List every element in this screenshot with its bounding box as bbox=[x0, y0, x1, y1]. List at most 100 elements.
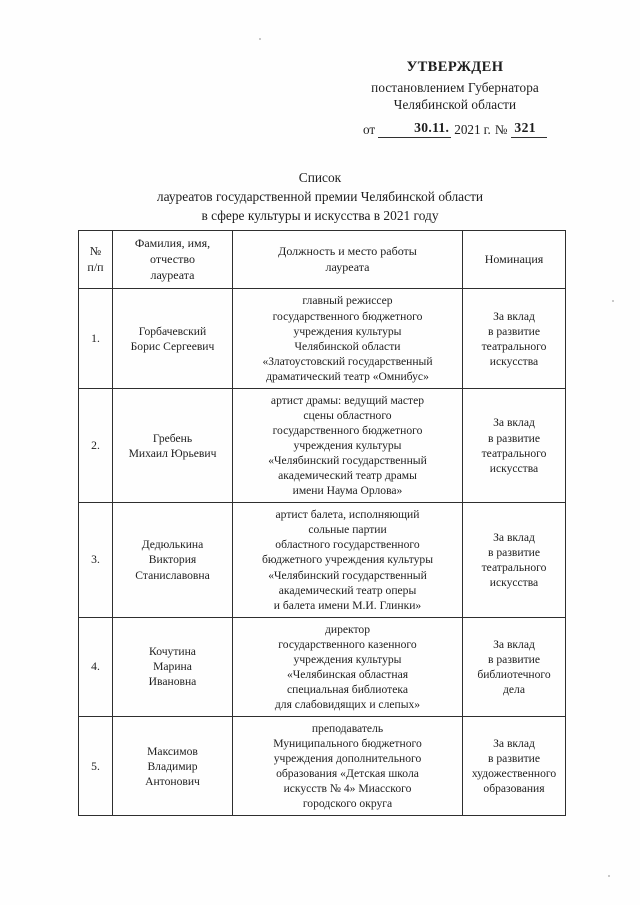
cell-nomination-line: дела bbox=[503, 682, 525, 696]
cell-position-line: специальная библиотека bbox=[287, 682, 408, 696]
cell-laureate-name-line: Михаил Юрьевич bbox=[128, 446, 217, 460]
column-header-number: № п/п bbox=[78, 229, 113, 290]
cell-position-line: артист балета, исполняющий bbox=[275, 508, 420, 522]
column-header-position-line-1: Должность и место работы bbox=[278, 243, 417, 258]
page-title-line-1: Список bbox=[298, 170, 342, 185]
cell-position-line: «Златоустовский государственный bbox=[262, 354, 433, 368]
column-header-name-line-3: лауреата bbox=[150, 267, 195, 282]
scan-speck bbox=[612, 300, 614, 302]
column-header-number-line-2: п/п bbox=[87, 259, 104, 274]
column-header-position-line-2: лауреата bbox=[325, 259, 370, 274]
cell-position-line: сольные партии bbox=[308, 523, 387, 537]
cell-laureate-name-line: Дедюлькина bbox=[141, 538, 204, 552]
approval-authority-line-2: Челябинской области bbox=[393, 97, 517, 112]
cell-position-line: «Челябинский государственный bbox=[268, 454, 427, 468]
cell-nomination-line: За вклад bbox=[493, 309, 535, 323]
cell-position-line: городского округа bbox=[302, 797, 393, 811]
page-title-line-3: в сфере культуры и искусства в 2021 году bbox=[201, 208, 439, 224]
cell-position-line: и балета имени М.И. Глинки» bbox=[273, 598, 422, 612]
cell-laureate-name-line: Марина bbox=[153, 660, 192, 674]
column-header-name-line-2: отчество bbox=[150, 251, 195, 266]
cell-position-line: для слабовидящих и слепых» bbox=[274, 698, 421, 712]
cell-position-line: учреждения культуры bbox=[293, 439, 402, 453]
cell-nomination-line: в развитие bbox=[488, 324, 540, 338]
scan-speck bbox=[259, 38, 261, 40]
cell-position-line: главный режиссер bbox=[302, 294, 393, 308]
document-number-value: 321 bbox=[511, 119, 539, 138]
cell-position-line: академический театр драмы bbox=[278, 469, 417, 483]
cell-nomination-line: За вклад bbox=[493, 530, 535, 544]
cell-nomination-line: образования bbox=[483, 782, 545, 796]
cell-position-line: имени Наума Орлова» bbox=[292, 484, 403, 498]
cell-laureate-name-line: Владимир bbox=[147, 759, 198, 773]
cell-row-number: 3. bbox=[78, 502, 113, 618]
number-sign-label: № bbox=[494, 121, 508, 137]
page-title: Список лауреатов государственной премии … bbox=[70, 168, 570, 225]
cell-nomination-line: театрального bbox=[481, 339, 547, 353]
cell-position-line: артист драмы: ведущий мастер bbox=[270, 393, 425, 407]
approval-title: УТВЕРЖДЕН bbox=[406, 59, 504, 75]
cell-position-line: «Челябинская областная bbox=[286, 667, 409, 681]
cell-position-line: Челябинской области bbox=[294, 339, 401, 353]
approval-block: УТВЕРЖДЕН постановлением Губернатора Чел… bbox=[330, 58, 580, 138]
cell-position-line: государственного бюджетного bbox=[272, 423, 423, 437]
cell-laureate-name-line: Антонович bbox=[145, 774, 200, 788]
approval-authority-line-1: постановлением Губернатора bbox=[371, 79, 539, 95]
cell-row-number: 2. bbox=[78, 387, 113, 504]
cell-nomination-line: искусства bbox=[489, 461, 539, 475]
cell-position-line: директор bbox=[324, 622, 371, 636]
cell-position-line: учреждения дополнительного bbox=[273, 752, 422, 766]
cell-position-line: искусств № 4» Миасского bbox=[283, 782, 412, 796]
laureates-table: № п/п Фамилия, имя, отчество лауреата До… bbox=[78, 229, 566, 817]
column-header-position: Должность и место работы лауреата bbox=[232, 229, 463, 290]
date-suffix-label: г. bbox=[483, 121, 491, 137]
cell-position-line: Муниципального бюджетного bbox=[273, 737, 422, 751]
cell-position-line: сцены областного bbox=[303, 408, 392, 422]
cell-laureate-name-line: Виктория bbox=[148, 553, 197, 567]
cell-nomination-line: искусства bbox=[489, 354, 539, 368]
cell-nomination-line: в развитие bbox=[488, 545, 540, 559]
cell-nomination-line: театрального bbox=[481, 446, 547, 460]
cell-laureate-name-line: Кочутина bbox=[149, 645, 196, 659]
cell-nomination-line: в развитие bbox=[488, 652, 540, 666]
cell-position-line: государственного казенного bbox=[278, 637, 417, 651]
cell-nomination-line: За вклад bbox=[493, 637, 535, 651]
column-header-name: Фамилия, имя, отчество лауреата bbox=[112, 229, 233, 290]
cell-position-line: преподаватель bbox=[311, 722, 384, 736]
cell-laureate-name-line: Максимов bbox=[147, 744, 198, 758]
cell-position-line: государственного бюджетного bbox=[272, 309, 423, 323]
date-blank-underline bbox=[378, 123, 413, 138]
cell-nomination-line: библиотечного bbox=[477, 667, 551, 681]
cell-position-line: учреждения культуры bbox=[293, 652, 402, 666]
cell-position-line: «Челябинский государственный bbox=[268, 568, 427, 582]
cell-position-line: образования «Детская школа bbox=[276, 767, 419, 781]
scan-speck bbox=[608, 875, 610, 877]
table-header-row: № п/п Фамилия, имя, отчество лауреата До… bbox=[78, 229, 566, 290]
cell-position-line: академический театр оперы bbox=[278, 583, 417, 597]
cell-row-number: 5. bbox=[78, 716, 113, 817]
cell-laureate-name-line: Гребень bbox=[152, 431, 193, 445]
page-title-line-2: лауреатов государственной премии Челябин… bbox=[156, 189, 484, 205]
date-tail-underline bbox=[539, 123, 547, 138]
approval-date-row: от 30.11. 2021 г. № 321 bbox=[330, 119, 580, 138]
cell-nomination-line: театрального bbox=[481, 561, 547, 575]
cell-nomination-line: в развитие bbox=[488, 752, 540, 766]
